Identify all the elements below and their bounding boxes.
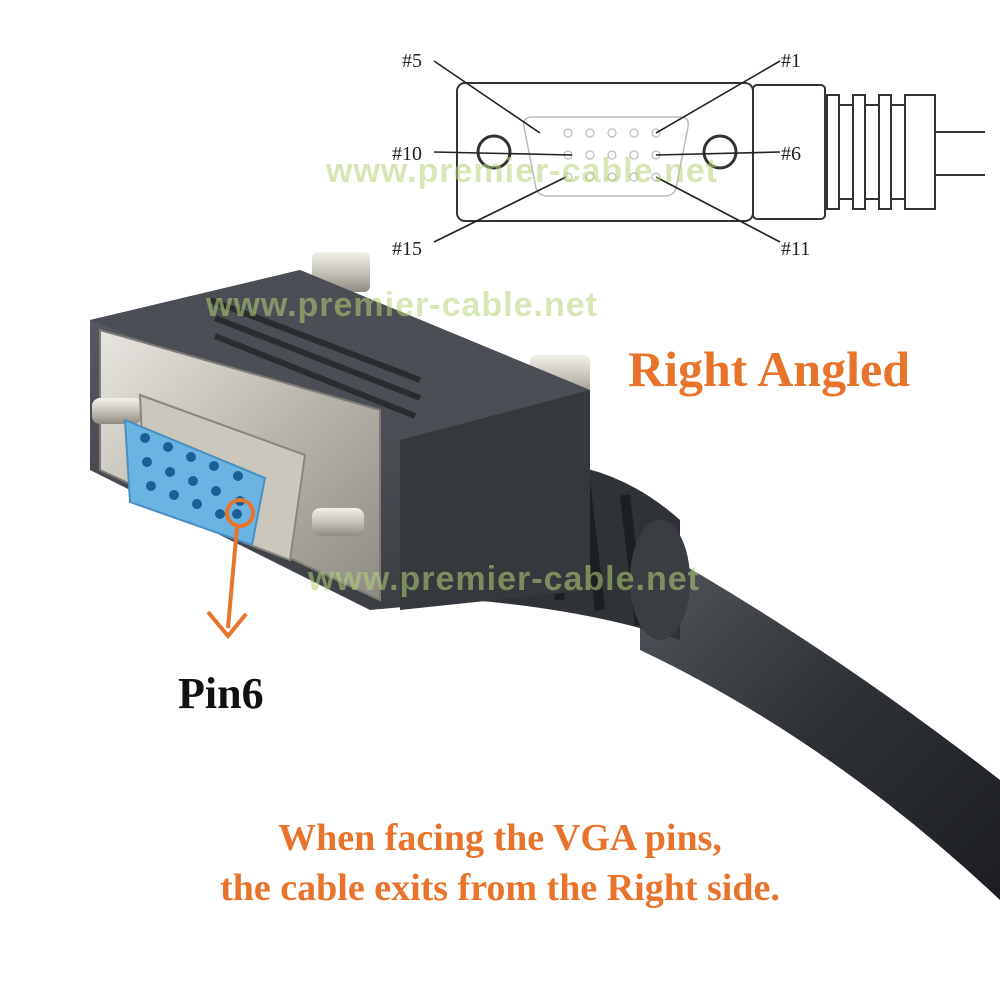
diagram-screw-hole-right [702, 134, 738, 170]
pin-label-11: #11 [781, 238, 810, 260]
vga-socket-holes [140, 433, 245, 519]
watermark: www.premier-cable.net [206, 286, 598, 324]
caption-line-1: When facing the VGA pins, [278, 817, 722, 859]
caption-line-2: the cable exits from the Right side. [220, 867, 780, 909]
pin-label-10: #10 [392, 143, 422, 165]
pin-label-5: #5 [402, 50, 422, 72]
watermark: www.premier-cable.net [308, 560, 700, 598]
pin6-highlight [225, 498, 255, 528]
watermark: www.premier-cable.net [326, 152, 718, 190]
pin6-arrow [206, 610, 248, 640]
side-screw-right [312, 508, 364, 536]
pin-label-1: #1 [781, 50, 801, 72]
pin6-label: Pin6 [178, 669, 264, 718]
diagram-screw-hole-left [476, 134, 512, 170]
pin-label-15: #15 [392, 238, 422, 260]
cable [640, 540, 1000, 900]
right-angled-label: Right Angled [628, 341, 911, 397]
diagram-pins [563, 128, 661, 182]
pin-label-6: #6 [781, 143, 801, 165]
side-screw-left [92, 398, 142, 424]
